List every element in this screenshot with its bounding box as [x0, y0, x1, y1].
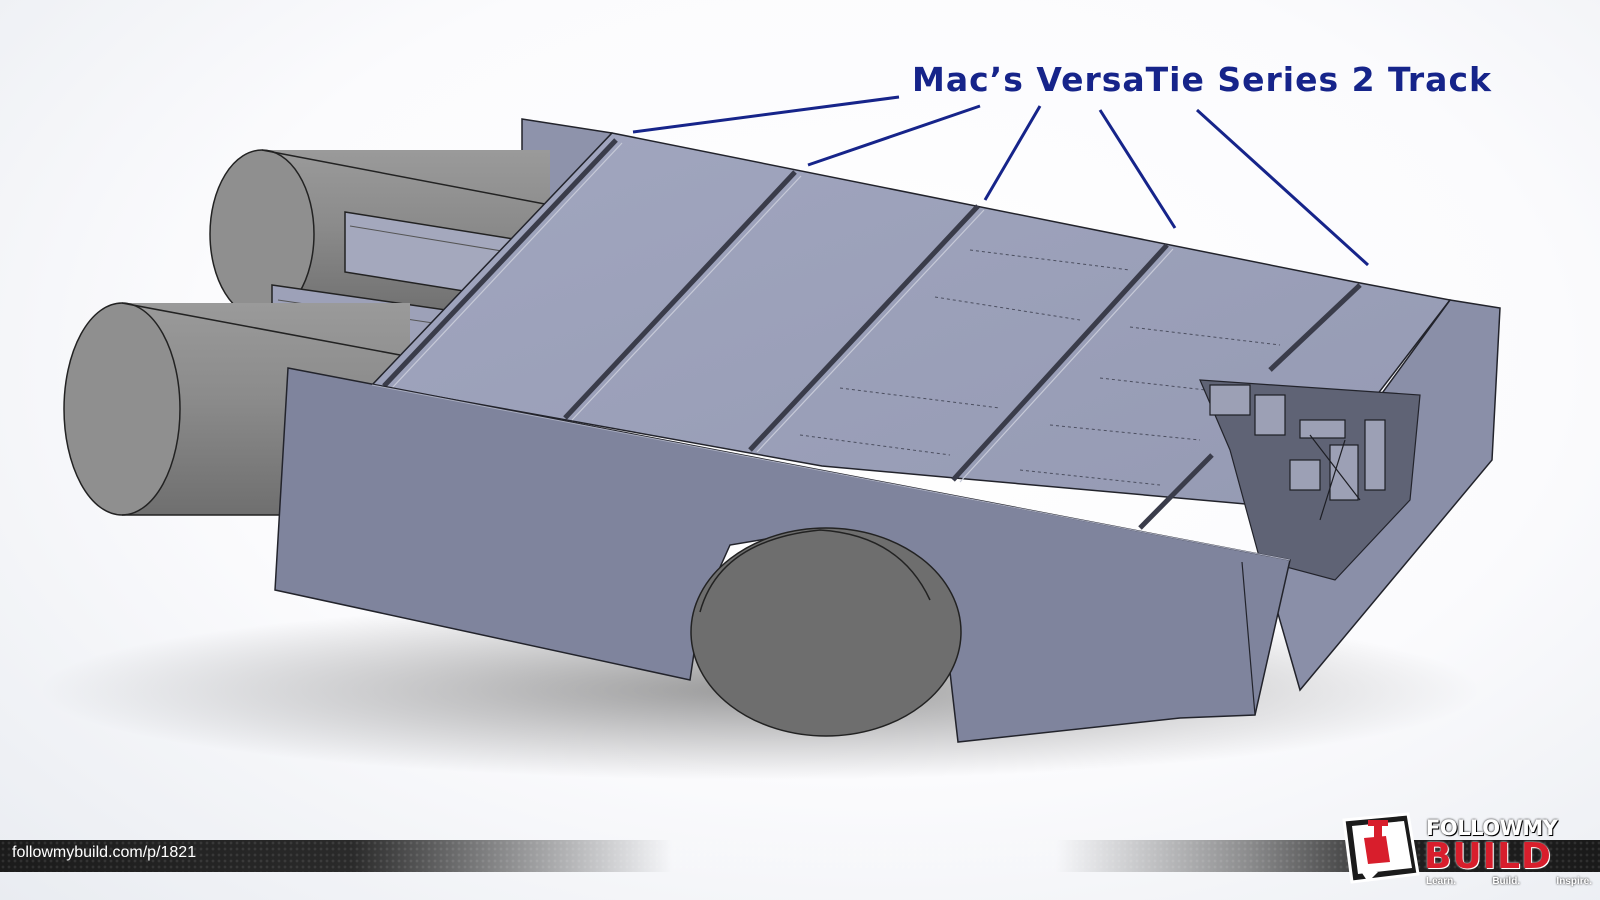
brand-line1: FOLLOWMY [1426, 816, 1558, 840]
follow-my-build-logo[interactable]: FOLLOWMY BUILD Learn. Build. Inspire. [1338, 806, 1594, 894]
brand-tag-learn: Learn. [1426, 876, 1457, 887]
footer-url[interactable]: followmybuild.com/p/1821 [12, 844, 197, 861]
brand-tag-build: Build. [1492, 876, 1521, 887]
callout-title: Mac’s VersaTie Series 2 Track [912, 60, 1492, 99]
brand-line2: BUILD [1424, 836, 1552, 877]
versatie-tracks [382, 138, 1362, 530]
callout-leaders [632, 95, 1370, 267]
footer-bar [0, 840, 1600, 872]
follow-my-build-logo-icon [1342, 812, 1420, 884]
brand-tagline: Learn. Build. Inspire. [1426, 876, 1592, 887]
brand-tag-inspire: Inspire. [1556, 876, 1592, 887]
lower-tube [63, 302, 410, 516]
drive-wheel [690, 527, 962, 737]
mechanism-detail [1209, 384, 1386, 521]
